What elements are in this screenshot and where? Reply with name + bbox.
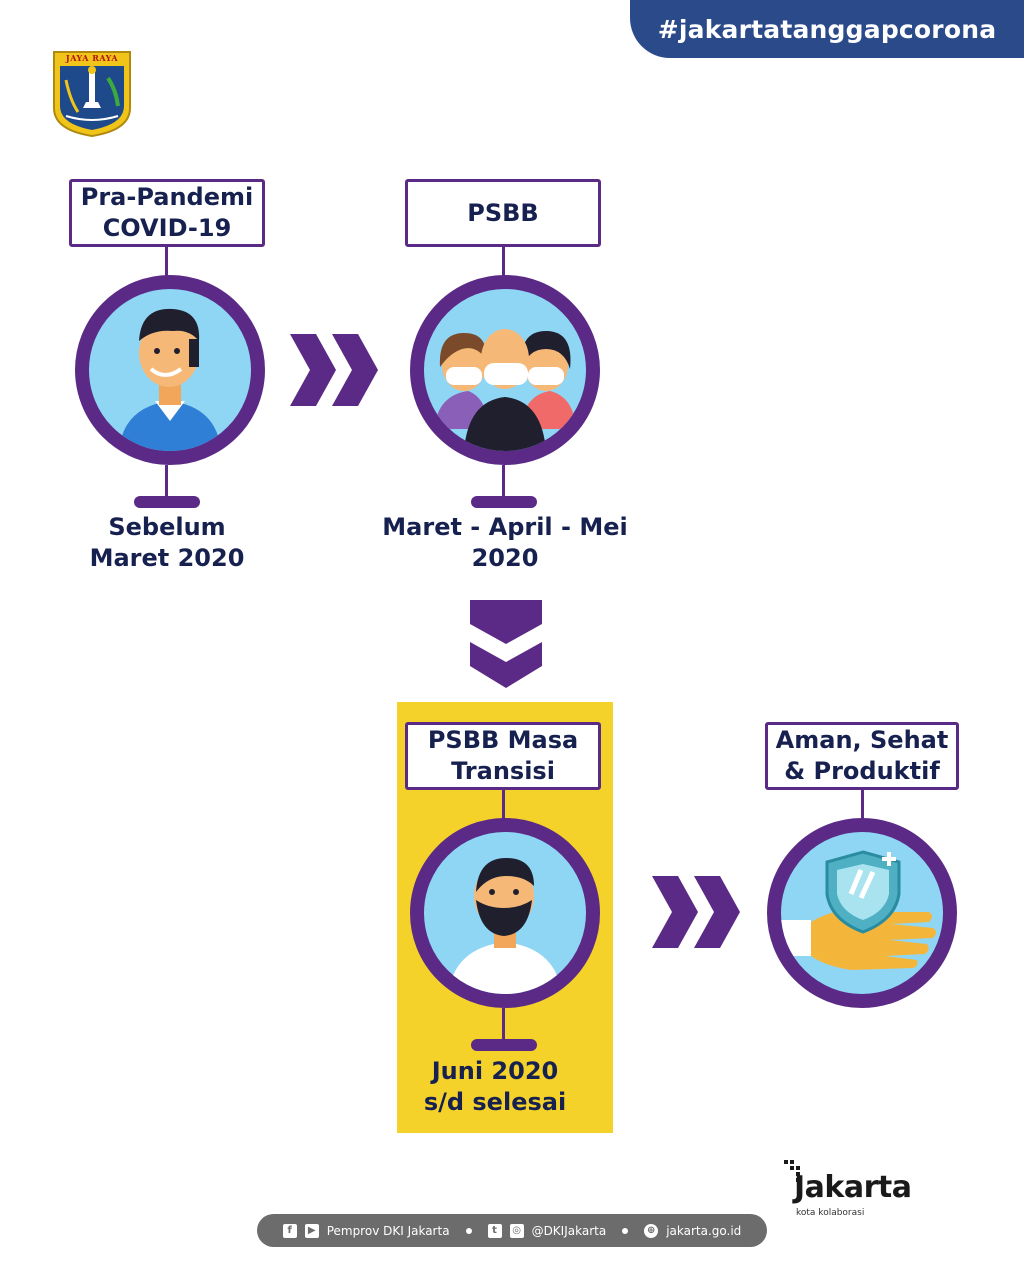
stage-title-line2: Transisi: [451, 757, 555, 785]
stage-psbb-date: Maret - April - Mei 2020: [360, 512, 650, 574]
twitter-icon[interactable]: t: [487, 1223, 502, 1238]
stage-transition-date: Juni 2020 s/d selesai: [397, 1056, 593, 1118]
stage-pre-pandemic-label: Pra-Pandemi COVID-19: [69, 179, 265, 247]
masked-group-icon: [434, 329, 576, 451]
stage-title-line2: & Produktif: [784, 757, 940, 785]
connector-line: [502, 1008, 505, 1040]
stage-base: [471, 1039, 537, 1051]
youtube-icon[interactable]: ▶: [304, 1223, 319, 1238]
stage-base: [134, 496, 200, 508]
stage-safe-circle: [767, 818, 957, 1008]
date-line1: Juni 2020: [431, 1057, 559, 1085]
date-line2: Maret 2020: [89, 544, 245, 572]
stage-psbb-circle: [410, 275, 600, 465]
footer-separator: [622, 1227, 629, 1234]
hashtag-banner: #jakartatanggapcorona: [630, 0, 1024, 58]
brand-name: Jakarta: [794, 1170, 912, 1205]
shield-hand-icon: [781, 850, 936, 970]
emblem-text: JAYA RAYA: [65, 53, 119, 63]
stage-transition-circle: [410, 818, 600, 1008]
connector-line: [502, 790, 505, 820]
connector-line: [502, 247, 505, 277]
connector-line: [502, 465, 505, 497]
date-line1: Sebelum: [108, 513, 226, 541]
stage-title-line1: PSBB: [467, 198, 539, 227]
footer-website[interactable]: jakarta.go.id: [666, 1223, 742, 1238]
chevron-right-icon: [290, 334, 378, 406]
jaya-raya-emblem-icon: [53, 51, 131, 138]
hashtag-text: #jakartatanggapcorona: [657, 14, 997, 44]
connector-line: [861, 790, 864, 820]
date-line2: 2020: [471, 544, 539, 572]
masked-man-icon: [448, 858, 562, 994]
jakarta-logo: Jakarta kota kolaborasi: [782, 1158, 932, 1222]
instagram-icon[interactable]: ◎: [509, 1223, 524, 1238]
globe-icon[interactable]: ⊕: [644, 1223, 659, 1238]
facebook-icon[interactable]: f: [282, 1223, 297, 1238]
chevron-down-icon: [470, 600, 542, 688]
date-line1: Maret - April - Mei: [382, 513, 628, 541]
footer-facebook-youtube[interactable]: Pemprov DKI Jakarta: [326, 1223, 450, 1238]
stage-title-line2: COVID-19: [102, 214, 232, 242]
stage-title-line1: Pra-Pandemi: [80, 183, 254, 211]
footer-twitter-instagram[interactable]: @DKIJakarta: [531, 1223, 607, 1238]
stage-pre-pandemic-date: Sebelum Maret 2020: [60, 512, 274, 574]
stage-psbb-label: PSBB: [405, 179, 601, 247]
jakarta-dots-icon: [784, 1160, 800, 1182]
connector-line: [165, 465, 168, 497]
footer-separator: [465, 1227, 472, 1234]
man-smiling-icon: [119, 308, 221, 451]
chevron-right-icon: [652, 876, 740, 948]
stage-base: [471, 496, 537, 508]
stage-safe-label: Aman, Sehat & Produktif: [765, 722, 959, 790]
stage-title-line1: PSBB Masa: [427, 726, 579, 754]
date-line2: s/d selesai: [423, 1088, 567, 1116]
stage-transition-label: PSBB Masa Transisi: [405, 722, 601, 790]
stage-pre-pandemic-circle: [75, 275, 265, 465]
connector-line: [165, 247, 168, 277]
footer-social-bar: f ▶ Pemprov DKI Jakarta t ◎ @DKIJakarta …: [257, 1214, 767, 1247]
stage-title-line1: Aman, Sehat: [775, 726, 949, 754]
brand-tagline: kota kolaborasi: [796, 1208, 865, 1218]
